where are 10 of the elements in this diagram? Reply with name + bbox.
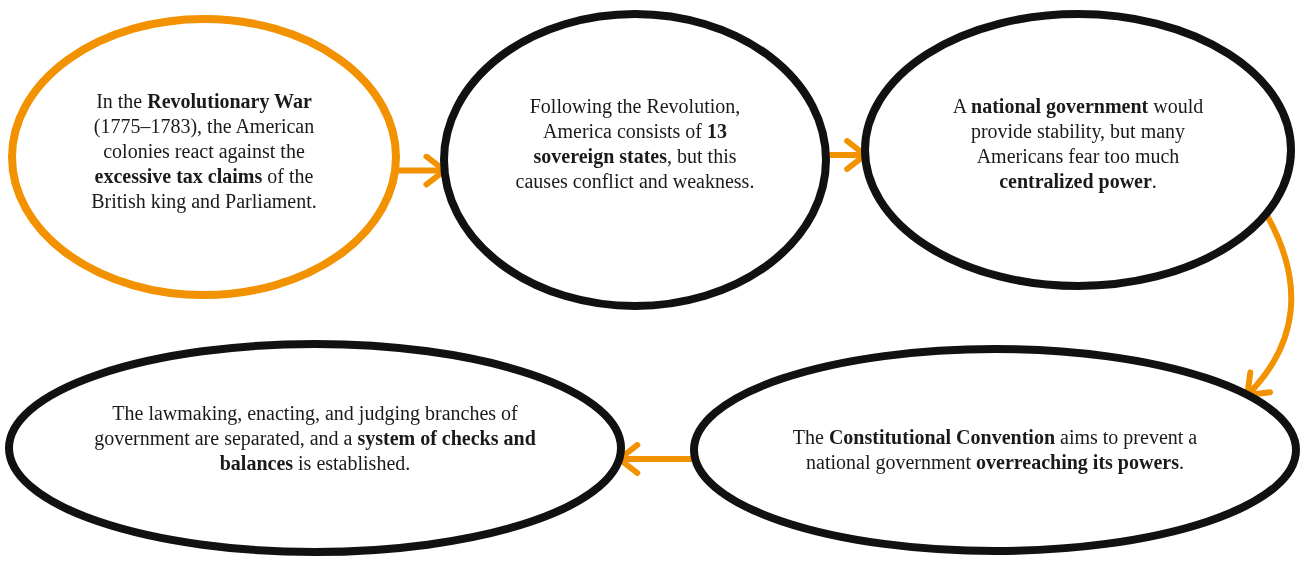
ellipse-node	[440, 10, 830, 310]
node-text: Following the Revolution, America consists of 13 sovereign states, but this causes conflict and weakness.	[515, 94, 755, 194]
node-text: The lawmaking, enacting, and judging branches of government are separated, and a system of checks and balances is established.	[93, 400, 537, 476]
node-text: The Constitutional Convention aims to prevent a national government overreaching its powers.	[791, 425, 1199, 475]
node-text: In the Revolutionary War (1775–1783), the American colonies react against the excessive tax claims of the British king and Parliament.	[90, 88, 318, 214]
ellipse-node	[8, 15, 400, 299]
ellipse-node	[690, 345, 1300, 555]
ellipse-node	[5, 340, 625, 556]
ellipse-node	[861, 10, 1295, 290]
node-text: A national government would provide stability, but many Americans fear too much centralized power.	[951, 94, 1205, 194]
